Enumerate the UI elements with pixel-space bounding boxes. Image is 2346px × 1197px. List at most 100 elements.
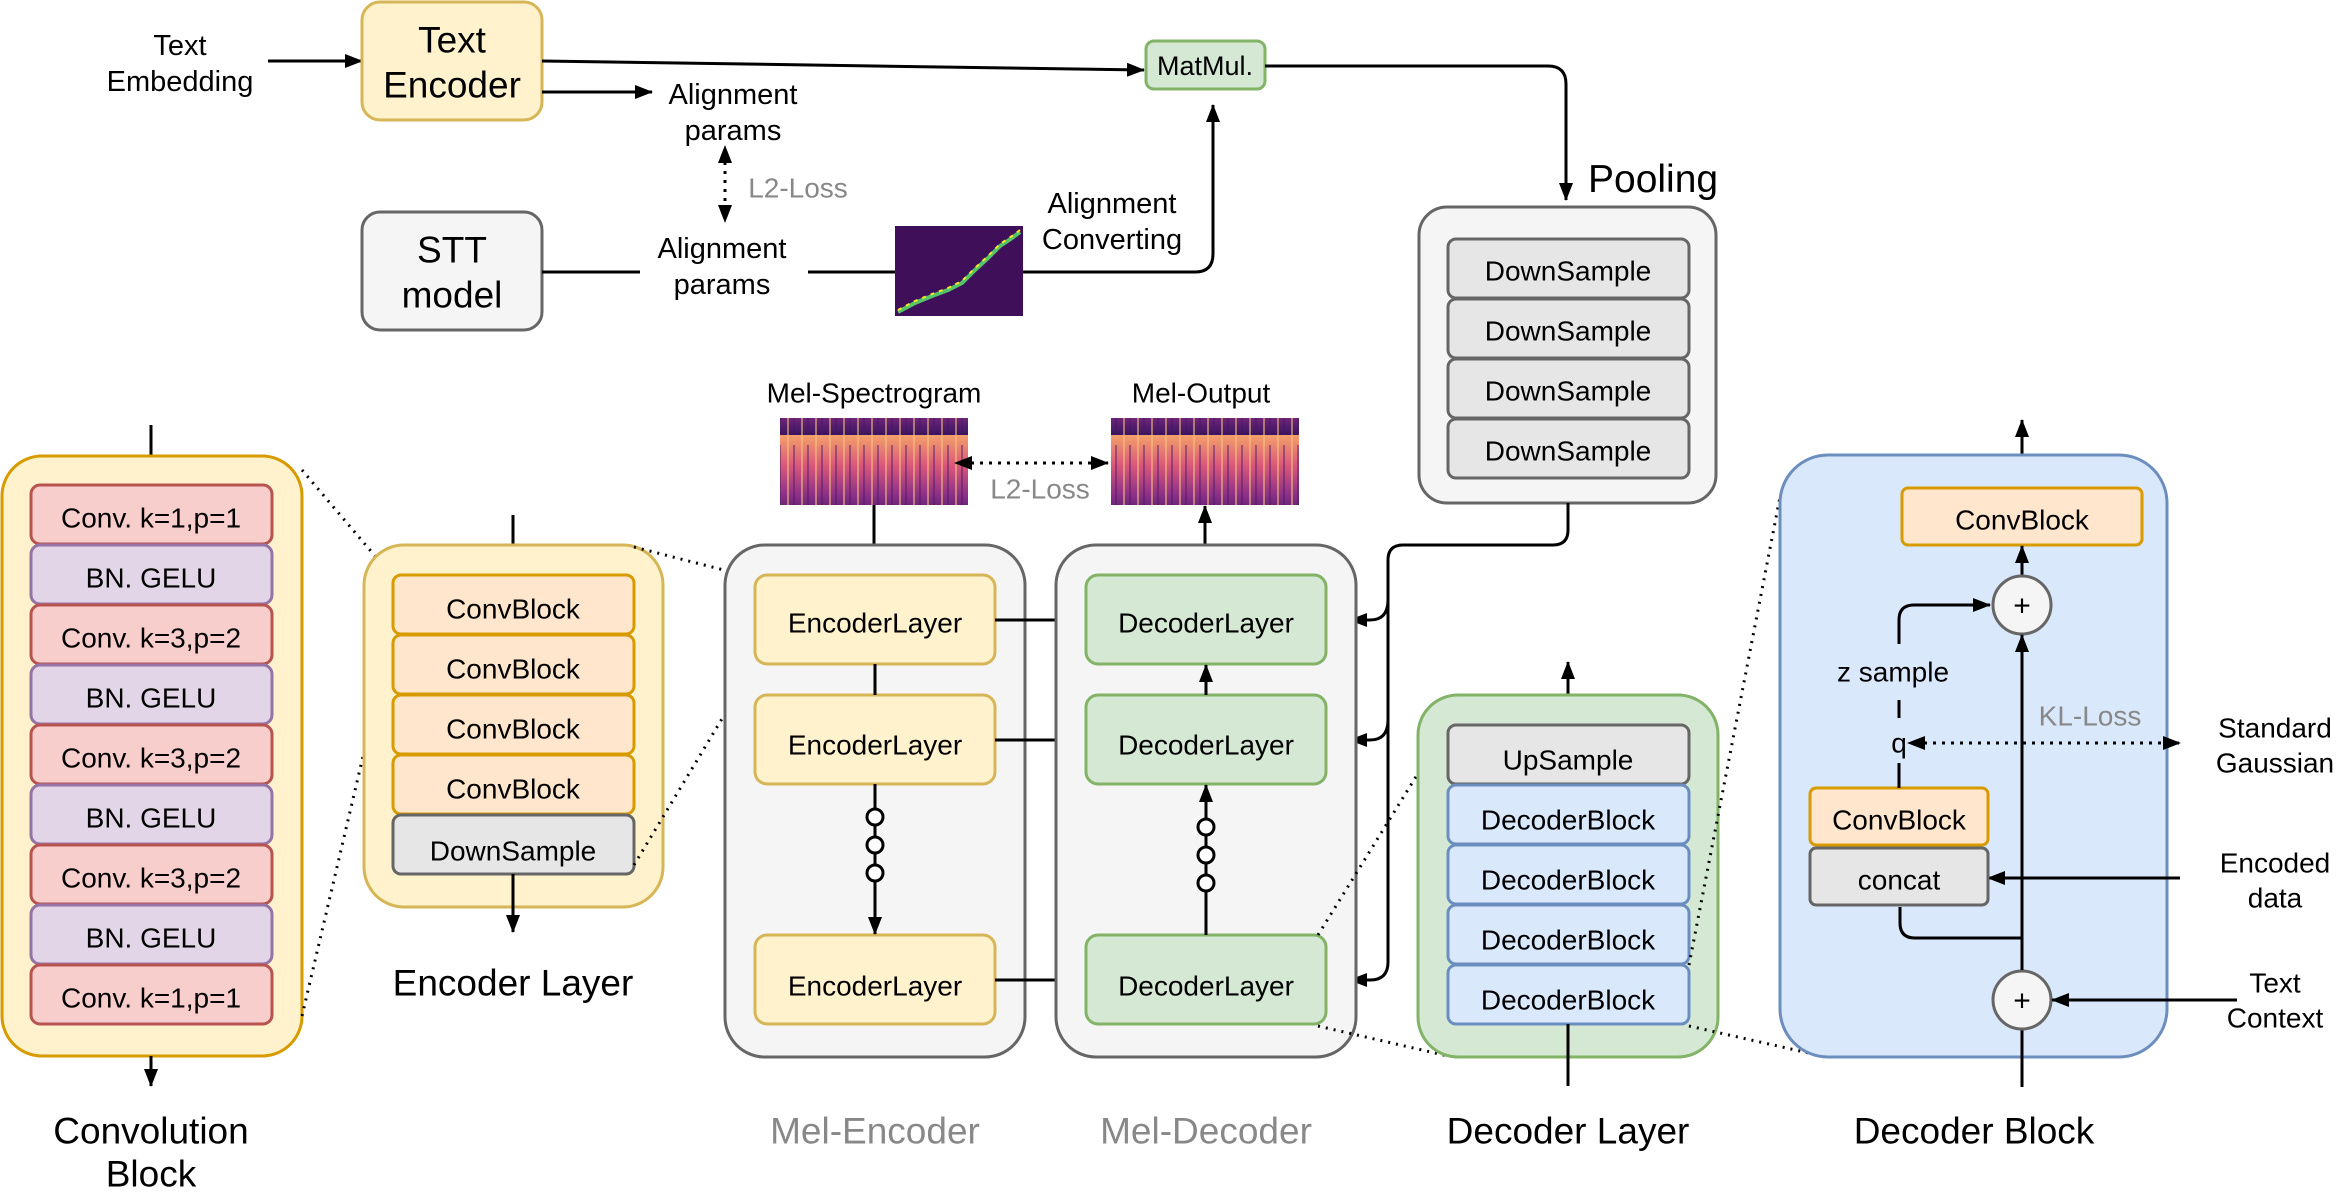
decoder-block-title: Decoder Block (1854, 1111, 2095, 1152)
svg-text:ConvBlock: ConvBlock (446, 774, 581, 805)
svg-text:DownSample: DownSample (1485, 376, 1652, 407)
svg-text:DownSample: DownSample (430, 836, 597, 867)
decoder-block-convblock-inner: ConvBlock (1808, 786, 1990, 847)
conv-layer-3: Conv. k=3,p=2 (29, 723, 274, 786)
svg-text:ConvBlock: ConvBlock (446, 714, 581, 745)
svg-text:EncoderLayer: EncoderLayer (788, 971, 962, 1002)
conv-layer-1: Conv. k=1,p=1 (29, 483, 274, 546)
decoder-block-4: DecoderBlock (1446, 963, 1691, 1026)
svg-text:+: + (2013, 985, 2031, 1018)
standard-gaussian-label: Standard Gaussian (2216, 713, 2334, 779)
svg-text:DecoderBlock: DecoderBlock (1481, 985, 1656, 1016)
svg-text:UpSample: UpSample (1503, 745, 1634, 776)
svg-text:DecoderLayer: DecoderLayer (1118, 971, 1294, 1002)
decoder-block-1: DecoderBlock (1446, 783, 1691, 846)
svg-text:Standard: Standard (2218, 713, 2332, 744)
svg-text:Text: Text (2249, 968, 2301, 999)
mel-encoder-layer-2: EncoderLayer (753, 693, 997, 786)
arrow-pooling-to-decoder-layer-2 (1349, 719, 1390, 747)
decoder-upsample: UpSample (1446, 723, 1691, 786)
ellipsis-dot-dec-2 (1196, 845, 1216, 865)
svg-text:Conv. k=1,p=1: Conv. k=1,p=1 (61, 503, 241, 534)
alignment-matrix-image (895, 226, 1023, 316)
decoder-layer-title: Decoder Layer (1447, 1111, 1690, 1152)
mel-decoder-layer-3: DecoderLayer (1084, 933, 1328, 1026)
svg-text:data: data (2248, 883, 2303, 914)
svg-text:DecoderBlock: DecoderBlock (1481, 925, 1656, 956)
arrow-pooling-to-decoder-layer-1 (1349, 599, 1390, 627)
svg-text:ConvBlock: ConvBlock (1832, 805, 1967, 836)
encoder-downsample: DownSample (391, 813, 636, 876)
plus-node-top: + (1991, 574, 2053, 636)
decoder-block-2: DecoderBlock (1446, 843, 1691, 906)
text-encoder-box: Text Encoder (360, 0, 544, 122)
svg-text:Context: Context (2227, 1003, 2324, 1034)
conv-layer-2: Conv. k=3,p=2 (29, 603, 274, 666)
arrow-encoder-to-matmul (541, 59, 1145, 77)
l2-loss-align-label: L2-Loss (748, 173, 848, 204)
svg-text:DownSample: DownSample (1485, 256, 1652, 287)
encoder-convblock-1: ConvBlock (391, 573, 636, 636)
alignment-params-top-line1: Alignment (669, 79, 798, 111)
svg-text:DecoderBlock: DecoderBlock (1481, 865, 1656, 896)
alignment-params-top: Alignment params (669, 79, 798, 147)
pooling-downsample-3: DownSample (1446, 357, 1691, 420)
mel-encoder-title: Mel-Encoder (770, 1111, 980, 1152)
svg-text:Convolution: Convolution (53, 1111, 248, 1152)
svg-text:ConvBlock: ConvBlock (1955, 505, 2090, 536)
svg-text:DecoderLayer: DecoderLayer (1118, 730, 1294, 761)
pooling-downsample-4: DownSample (1446, 417, 1691, 480)
svg-text:ConvBlock: ConvBlock (446, 654, 581, 685)
svg-text:BN. GELU: BN. GELU (86, 563, 217, 594)
pooling-downsample-2: DownSample (1446, 297, 1691, 360)
stt-model-box: STT model (360, 210, 544, 332)
conv-layer-5: Conv. k=1,p=1 (29, 963, 274, 1026)
zoom-line-block-bottom (1688, 1024, 1823, 1058)
alignment-converting-line1: Alignment (1048, 188, 1177, 220)
q-label: q (1891, 728, 1907, 759)
ellipsis-dot-dec-1 (1196, 817, 1216, 837)
plus-node-bottom: + (1991, 969, 2053, 1031)
matmul-box: MatMul. (1144, 39, 1267, 91)
svg-text:concat: concat (1858, 865, 1941, 896)
ellipsis-dot-enc-2 (865, 835, 885, 855)
arrow-zsample-to-plus (1897, 598, 1991, 644)
zoom-line-dec-top (1316, 724, 1450, 936)
svg-text:EncoderLayer: EncoderLayer (788, 730, 962, 761)
text-context-label: Text Context (2227, 968, 2324, 1034)
encoder-convblock-2: ConvBlock (391, 633, 636, 696)
matmul-label: MatMul. (1157, 51, 1253, 81)
mel-output-image (1111, 418, 1299, 505)
pooling-title: Pooling (1588, 158, 1718, 201)
svg-text:DownSample: DownSample (1485, 316, 1652, 347)
text-encoder-line2: Encoder (383, 65, 521, 106)
encoded-data-label: Encoded data (2220, 848, 2331, 914)
svg-text:Conv. k=3,p=2: Conv. k=3,p=2 (61, 623, 241, 654)
arrow-matmul-to-pooling (1265, 64, 1573, 201)
mel-decoder-layer-2: DecoderLayer (1084, 693, 1328, 786)
mel-spectrogram-image (780, 418, 968, 505)
stt-model-line1: STT (417, 230, 487, 271)
bn-gelu-3: BN. GELU (29, 783, 274, 846)
pooling-downsample-1: DownSample (1446, 237, 1691, 300)
encoder-convblock-4: ConvBlock (391, 753, 636, 816)
svg-text:Conv. k=3,p=2: Conv. k=3,p=2 (61, 863, 241, 894)
l2-loss-mel-label: L2-Loss (990, 474, 1090, 505)
z-sample-label: z sample (1837, 657, 1949, 688)
alignment-converting-line2: Converting (1042, 224, 1182, 256)
svg-text:+: + (2013, 590, 2031, 623)
ellipsis-dot-enc-1 (865, 807, 885, 827)
mel-encoder-layer-1: EncoderLayer (753, 573, 997, 666)
svg-text:BN. GELU: BN. GELU (86, 803, 217, 834)
mel-spectrogram-label: Mel-Spectrogram (767, 378, 982, 409)
encoder-convblock-3: ConvBlock (391, 693, 636, 756)
arrow-pooling-to-decoder-layer-3 (1349, 503, 1570, 987)
decoder-block-3: DecoderBlock (1446, 903, 1691, 966)
decoder-block-concat: concat (1808, 846, 1990, 907)
arrow-alignment-to-matmul (1194, 104, 1220, 274)
ellipsis-dot-dec-3 (1196, 873, 1216, 893)
svg-text:BN. GELU: BN. GELU (86, 923, 217, 954)
svg-text:DecoderLayer: DecoderLayer (1118, 608, 1294, 639)
zoom-line-conv-bottom (300, 632, 394, 1017)
